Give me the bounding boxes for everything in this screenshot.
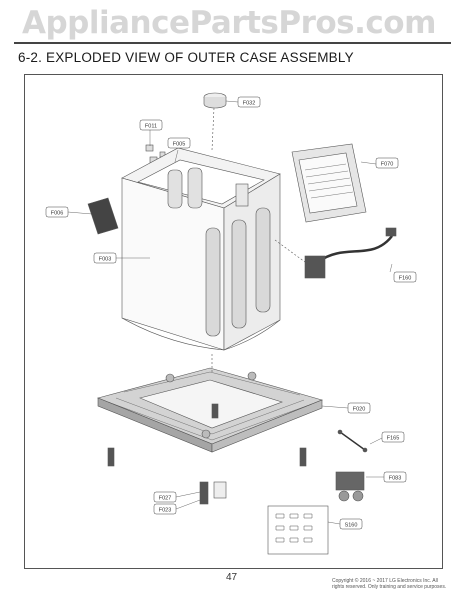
watermark-logo: AppliancePartsPros.com [22,5,436,41]
part-top-cap [203,92,227,151]
callout-box-f083 [383,471,407,483]
callout-f083: F083 [389,476,402,482]
callout-f006: F006 [51,211,64,217]
copyright-notice: Copyright © 2016 ~ 2017 LG Electronics I… [332,578,447,590]
callout-f027: F027 [159,496,172,502]
part-inlet-valve [335,471,365,502]
callout-f023: F023 [159,508,172,514]
page-number: 47 [226,572,238,583]
callout-box-f006 [45,206,69,218]
callout-box-f005 [167,137,191,149]
section-title: 6-2. EXPLODED VIEW OF OUTER CASE ASSEMBL… [18,50,354,65]
part-label-sheet [87,197,119,235]
callout-box-f011 [139,119,163,131]
callout-box-s160 [339,518,363,530]
part-outer-case [121,147,281,351]
part-clip-set [267,505,329,555]
part-rear-cover [291,143,367,223]
callout-f165: F165 [387,436,400,442]
callout-f020: F020 [353,407,366,413]
callout-box-f032 [237,96,261,108]
header-rule [14,42,451,44]
part-leveling-legs [107,403,307,505]
callout-f011: F011 [145,124,157,130]
part-leg-bracket [213,481,227,499]
callout-box-f160 [393,271,417,283]
part-base-frame [97,354,323,453]
callout-f070: F070 [381,162,394,168]
callout-f160: F160 [399,276,412,282]
callout-f032: F032 [243,101,256,107]
callout-box-f023 [153,503,177,515]
callout-box-f003 [93,252,117,264]
callout-box-f070 [375,157,399,169]
callout-f003: F003 [99,257,112,263]
diagram-frame [24,74,443,569]
part-wire-harness [337,429,368,453]
callout-box-f027 [153,491,177,503]
part-drain-hose [274,227,397,279]
callout-box-f165 [381,431,405,443]
callout-box-f020 [347,402,371,414]
callout-s160: S160 [345,523,358,529]
callout-f005: F005 [173,142,186,148]
